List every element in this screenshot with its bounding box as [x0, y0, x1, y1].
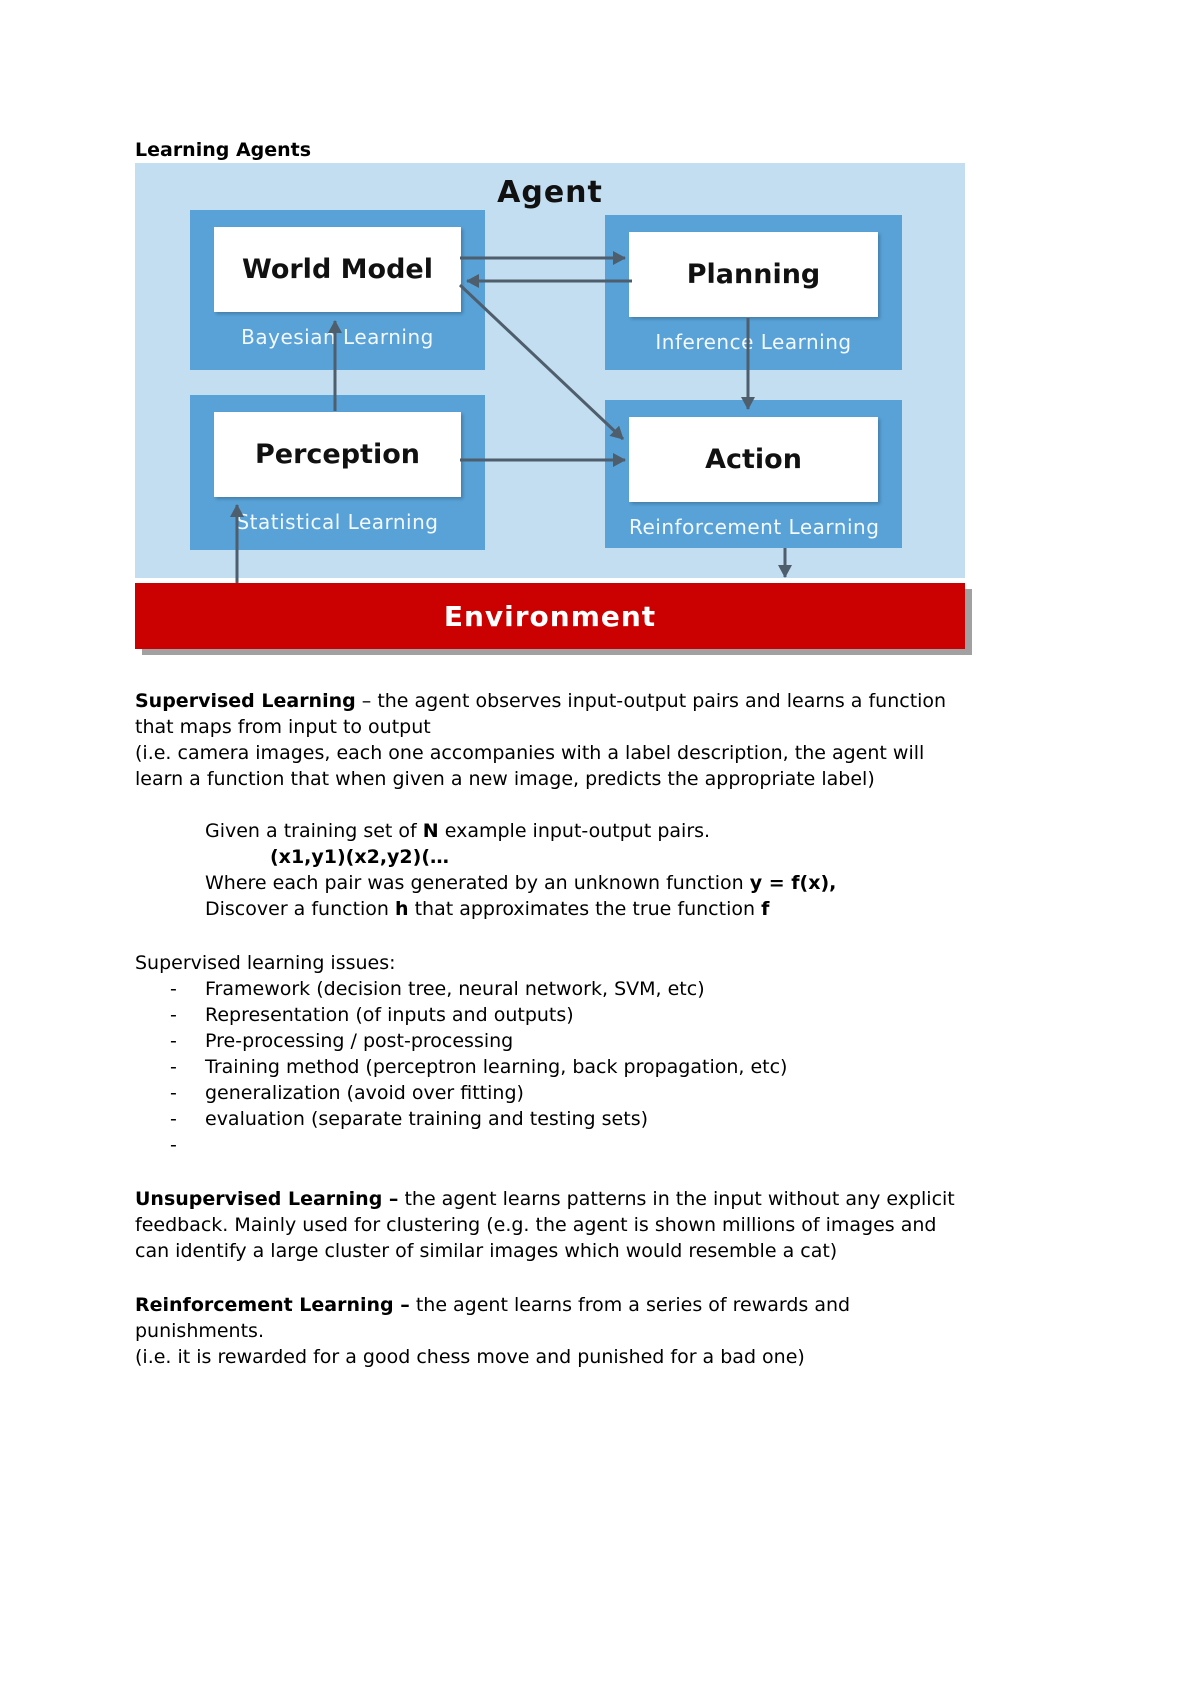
training-line3-fx: y = f(x),: [749, 872, 837, 894]
list-bullet: -: [170, 1082, 177, 1104]
environment-label: Environment: [443, 599, 657, 633]
perception-learning-label: Statistical Learning: [236, 510, 439, 534]
agent-label: Agent: [497, 175, 603, 210]
list-item: -: [135, 1132, 970, 1158]
list-bullet: -: [170, 1004, 177, 1026]
list-bullet: -: [170, 1030, 177, 1052]
perception-label: Perception: [255, 439, 420, 470]
list-bullet: -: [170, 1108, 177, 1130]
training-line1-n: N: [422, 820, 439, 842]
issues-heading: Supervised learning issues:: [135, 952, 396, 974]
planning-learning-label: Inference Learning: [655, 330, 852, 354]
agent-architecture-diagram: Agent World Model Bayesian Learning Plan…: [135, 163, 965, 650]
agent-container: Agent World Model Bayesian Learning Plan…: [135, 163, 965, 578]
list-item-text: Representation (of inputs and outputs): [205, 1004, 574, 1026]
list-bullet: -: [170, 978, 177, 1000]
list-item-text: Pre-processing / post-processing: [205, 1030, 514, 1052]
module-planning: Planning Inference Learning: [605, 215, 902, 370]
supervised-learning-example: (i.e. camera images, each one accompanie…: [135, 742, 925, 790]
unsupervised-learning-body: the agent learns patterns in the input w…: [135, 1188, 955, 1262]
issues-list: - Framework (decision tree, neural networ…: [135, 976, 970, 1158]
training-pairs-text: (x1,y1)(x2,y2)(…: [270, 846, 450, 868]
planning-box: Planning: [629, 232, 878, 317]
list-item: - generalization (avoid over fitting): [135, 1080, 970, 1106]
training-line4-h: h: [395, 898, 409, 920]
reinforcement-learning-heading: Reinforcement Learning –: [135, 1294, 410, 1316]
training-pairs-line: (x1,y1)(x2,y2)(…: [270, 844, 970, 870]
supervised-learning-heading: Supervised Learning: [135, 690, 356, 712]
document-content: Learning Agents Agent World Model Bayesi…: [135, 137, 970, 1370]
world-model-box: World Model: [214, 227, 461, 312]
training-line-3: Where each pair was generated by an unkn…: [205, 870, 970, 896]
training-line-4: Discover a function h that approximates …: [205, 896, 970, 922]
list-item: - evaluation (separate training and testi…: [135, 1106, 970, 1132]
environment-bar: Environment: [135, 583, 965, 649]
list-item-text: evaluation (separate training and testin…: [205, 1108, 649, 1130]
list-item-text: Training method (perceptron learning, ba…: [205, 1056, 788, 1078]
training-line1-a: Given a training set of: [205, 820, 423, 842]
training-line4-a: Discover a function: [205, 898, 395, 920]
action-learning-label: Reinforcement Learning: [629, 515, 880, 539]
training-line4-f: f: [761, 898, 770, 920]
unsupervised-learning-paragraph: Unsupervised Learning – the agent learns…: [135, 1186, 970, 1264]
list-bullet: -: [170, 1056, 177, 1078]
list-item: - Framework (decision tree, neural networ…: [135, 976, 970, 1002]
reinforcement-learning-paragraph: Reinforcement Learning – the agent learn…: [135, 1292, 970, 1344]
perception-box: Perception: [214, 412, 461, 497]
training-line-1: Given a training set of N example input-…: [205, 818, 970, 844]
list-bullet: -: [170, 1134, 177, 1156]
training-definition-block: Given a training set of N example input-…: [205, 818, 970, 922]
training-line1-c: example input-output pairs.: [438, 820, 711, 842]
world-model-label: World Model: [242, 254, 433, 285]
world-model-learning-label: Bayesian Learning: [241, 325, 434, 349]
training-line3-a: Where each pair was generated by an unkn…: [205, 872, 750, 894]
page-title: Learning Agents: [135, 139, 312, 161]
list-item: - Representation (of inputs and outputs): [135, 1002, 970, 1028]
unsupervised-learning-heading: Unsupervised Learning –: [135, 1188, 399, 1210]
list-item-text: Framework (decision tree, neural network…: [205, 978, 705, 1000]
reinforcement-learning-example: (i.e. it is rewarded for a good chess mo…: [135, 1346, 805, 1368]
action-label: Action: [705, 444, 802, 475]
supervised-learning-paragraph: Supervised Learning – the agent observes…: [135, 688, 970, 740]
training-line4-c: that approximates the true function: [408, 898, 762, 920]
reinforcement-learning-body: the agent learns from a series of reward…: [135, 1294, 851, 1342]
supervised-learning-intro: – the agent observes input-output pairs …: [135, 690, 947, 738]
module-perception: Perception Statistical Learning: [190, 395, 485, 550]
planning-label: Planning: [686, 259, 821, 290]
module-world-model: World Model Bayesian Learning: [190, 210, 485, 370]
module-action: Action Reinforcement Learning: [605, 400, 902, 548]
list-item: - Training method (perceptron learning, b…: [135, 1054, 970, 1080]
action-box: Action: [629, 417, 878, 502]
list-item-text: generalization (avoid over fitting): [205, 1082, 524, 1104]
list-item: - Pre-processing / post-processing: [135, 1028, 970, 1054]
